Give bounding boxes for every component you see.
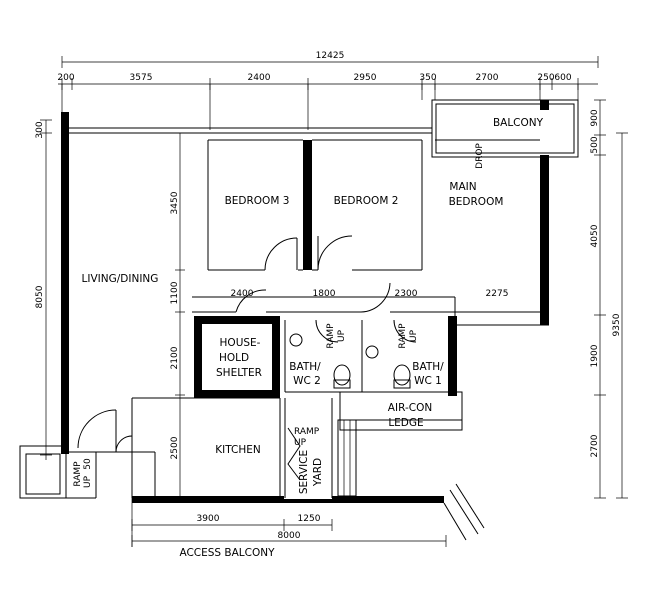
ramp-entrance-label: RAMP	[73, 461, 83, 487]
shelter-label-3: SHELTER	[216, 367, 262, 379]
ramp-yard-up: UP	[294, 438, 307, 448]
ramps: RAMP UP RAMP UP RAMP UP RAMP UP 50	[73, 323, 419, 488]
dim-top-5: 350	[419, 73, 436, 83]
room-labels: BALCONY DROP BEDROOM 3 BEDROOM 2 MAIN BE…	[82, 117, 544, 559]
dim-overall-width: 12425	[316, 51, 345, 61]
access-balcony-label: ACCESS BALCONY	[179, 547, 275, 559]
middle-dimensions: 2400 1800 2300 2275	[231, 289, 509, 299]
ramp-bath2-label: RAMP	[326, 323, 336, 349]
main-bedroom-label-2: BEDROOM	[449, 196, 504, 208]
dim-right-4: 1900	[590, 344, 600, 367]
aircon-label-1: AIR-CON	[388, 402, 432, 414]
bottom-dimensions: 3900 1250 8000	[131, 498, 447, 547]
ramp-bath1-label: RAMP	[398, 323, 408, 349]
ramp-entrance-dim: 50	[83, 458, 93, 470]
dim-top-1: 200	[57, 73, 74, 83]
left-dimensions: 300 8050 3450 1100 2100 2500	[35, 119, 185, 500]
living-dining-label: LIVING/DINING	[82, 273, 159, 285]
right-dimensions: 900 500 4050 1900 2700 9350	[590, 99, 628, 499]
kitchen-label: KITCHEN	[215, 444, 261, 456]
dim-left-mid-2: 1100	[170, 281, 180, 304]
dim-mid-4: 2275	[486, 289, 509, 299]
bedroom3-label: BEDROOM 3	[225, 195, 290, 207]
dim-top-7: 250	[537, 73, 554, 83]
main-bedroom-label-1: MAIN	[449, 181, 476, 193]
dim-mid-3: 2300	[395, 289, 418, 299]
dim-left-mid-3: 2100	[170, 346, 180, 369]
dim-right-outer: 9350	[612, 313, 622, 336]
dim-bottom-total: 8000	[278, 531, 301, 541]
dim-top-2: 3575	[130, 73, 153, 83]
bath2-label-2: WC 2	[293, 375, 321, 387]
dim-bottom-2: 1250	[298, 514, 321, 524]
dim-left-2: 8050	[35, 285, 45, 308]
service-yard-label-1: SERVICE	[298, 450, 310, 494]
balcony-label: BALCONY	[493, 117, 544, 129]
ramp-yard-label: RAMP	[294, 427, 320, 437]
aircon-label-2: LEDGE	[388, 417, 423, 429]
dim-right-2: 500	[590, 136, 600, 153]
dim-top-6: 2700	[476, 73, 499, 83]
dim-left-mid-1: 3450	[170, 191, 180, 214]
ramp-bath2-up: UP	[337, 329, 347, 342]
dim-top-8: 600	[554, 73, 571, 83]
bath2-label-1: BATH/	[289, 361, 321, 373]
bath1-label-1: BATH/	[412, 361, 444, 373]
dim-top-4: 2950	[354, 73, 377, 83]
shelter-label-2: HOLD	[219, 352, 249, 364]
dim-left-mid-4: 2500	[170, 436, 180, 459]
ramp-bath1-up: UP	[409, 329, 419, 342]
bedroom2-label: BEDROOM 2	[334, 195, 399, 207]
bath1-label-2: WC 1	[414, 375, 442, 387]
dim-bottom-1: 3900	[197, 514, 220, 524]
dim-mid-2: 1800	[313, 289, 336, 299]
drop-label: DROP	[475, 143, 485, 169]
shelter-label-1: HOUSE-	[220, 337, 261, 349]
dim-right-1: 900	[590, 109, 600, 126]
dim-mid-1: 2400	[231, 289, 254, 299]
dim-left-1: 300	[35, 121, 45, 138]
dim-right-5: 2700	[590, 434, 600, 457]
ramp-entrance-up: UP	[83, 475, 93, 488]
dim-right-3: 4050	[590, 224, 600, 247]
top-dimensions: 12425 200 3575 2400 2950 350 2700 250 60…	[57, 51, 599, 130]
service-yard-label-2: YARD	[312, 458, 324, 487]
dim-top-3: 2400	[248, 73, 271, 83]
walls	[19, 99, 579, 541]
